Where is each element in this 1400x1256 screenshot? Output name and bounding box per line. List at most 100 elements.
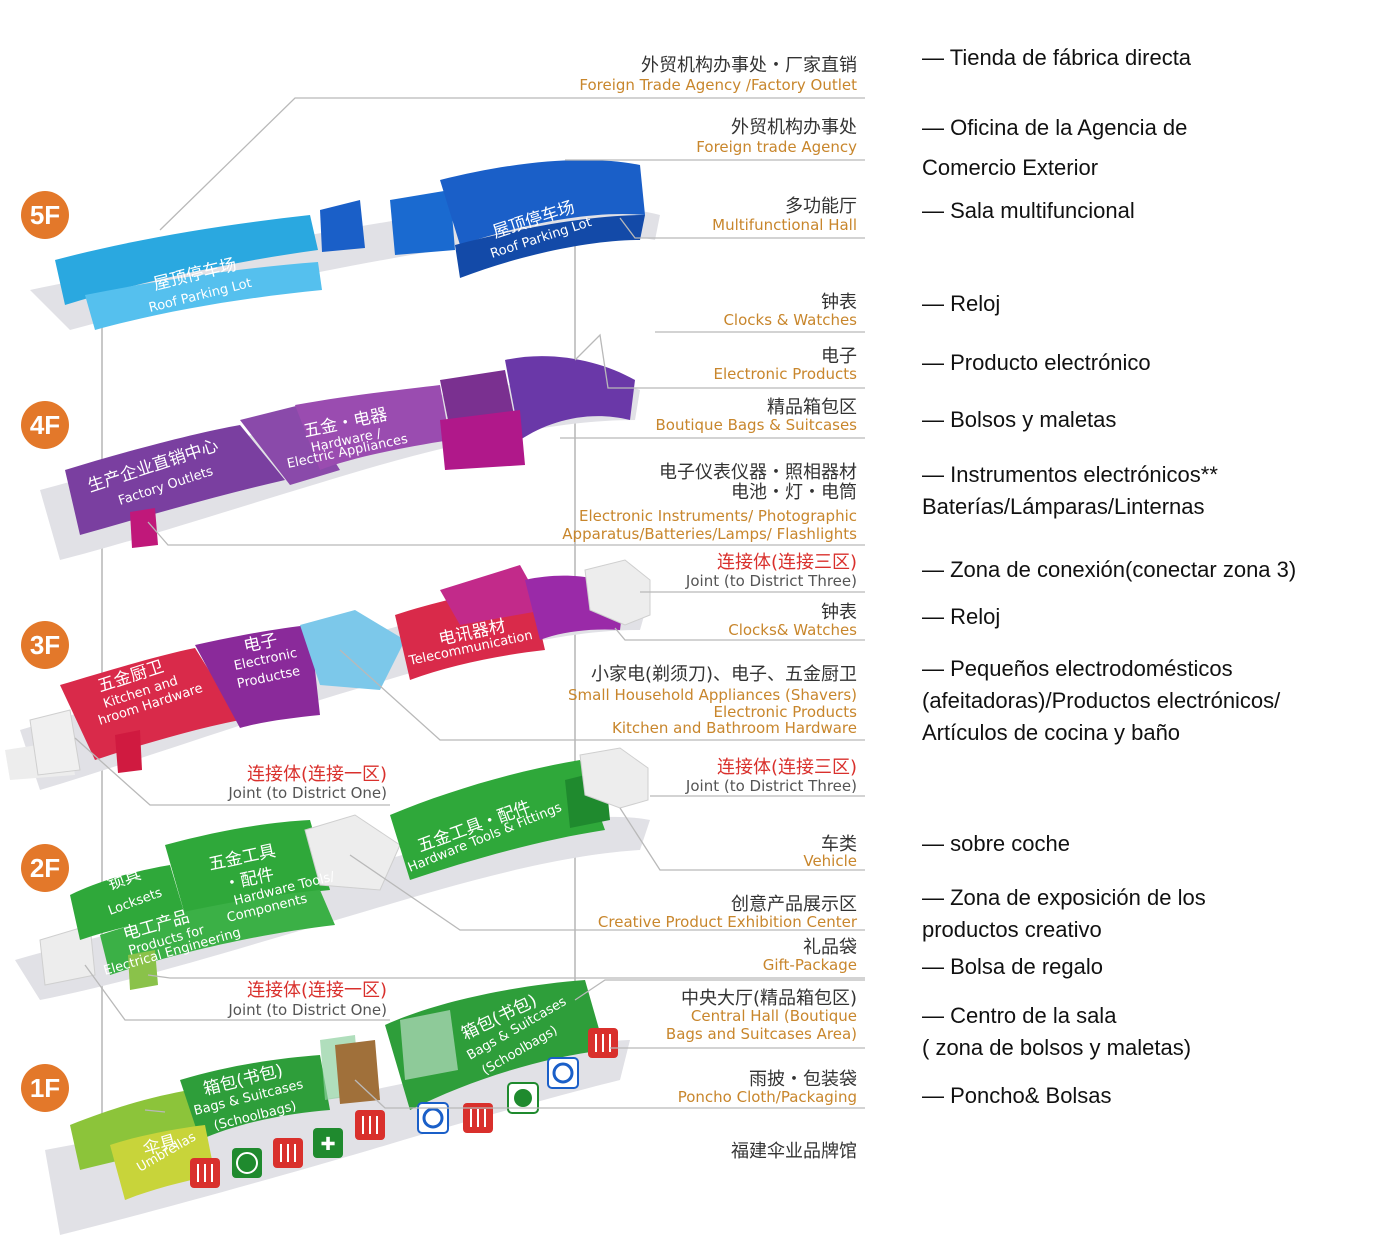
svg-text:多功能厅: 多功能厅 xyxy=(785,196,857,217)
f4-magenta-stub xyxy=(130,508,158,548)
svg-text:Clocks & Watches: Clocks & Watches xyxy=(723,311,857,329)
restaurant-icon xyxy=(190,1158,220,1188)
callout-15: 中央大厅(精品箱包区) Central Hall (Boutique Bags … xyxy=(666,988,857,1043)
es-5: — Bolsos y maletas xyxy=(922,407,1116,432)
callout-17: 雨披・包装袋 Poncho Cloth/Packaging xyxy=(678,1069,857,1106)
f2-locksets[interactable] xyxy=(70,865,185,940)
restaurant-icon xyxy=(273,1138,303,1168)
f4-electronic[interactable] xyxy=(505,356,635,440)
bank-icon xyxy=(417,1102,449,1134)
svg-text:外贸机构办事处・厂家直销: 外贸机构办事处・厂家直销 xyxy=(641,55,857,76)
es-0: — Tienda de fábrica directa xyxy=(922,45,1192,70)
callout-8: 钟表 Clocks& Watches xyxy=(728,602,857,639)
f4-factory-outlets[interactable] xyxy=(65,425,285,535)
callout-6: 电子仪表仪器・照相器材 电池・灯・电筒 Electronic Instrumen… xyxy=(562,462,857,543)
callout-4: 电子 Electronic Products xyxy=(714,346,858,383)
f2-electrical[interactable] xyxy=(100,890,335,975)
svg-text:Bags and Suitcases Area): Bags and Suitcases Area) xyxy=(666,1025,857,1043)
floor-badge-5f: 5F xyxy=(21,191,69,239)
svg-text:连接体(连接三区): 连接体(连接三区) xyxy=(717,552,857,573)
es-14: — Bolsa de regalo xyxy=(922,954,1103,979)
svg-text:Clocks& Watches: Clocks& Watches xyxy=(728,621,857,639)
callout-3: 钟表 Clocks & Watches xyxy=(723,292,857,329)
es-6b: Baterías/Lámparas/Linternas xyxy=(922,494,1205,519)
svg-text:钟表: 钟表 xyxy=(821,292,857,313)
callout-10: 连接体(连接一区) Joint (to District One) xyxy=(227,764,387,802)
svg-text:1F: 1F xyxy=(30,1073,60,1103)
f1-umbrellas[interactable] xyxy=(110,1125,215,1200)
bank-icon xyxy=(507,1082,539,1114)
svg-text:3F: 3F xyxy=(30,630,60,660)
f4-boutique-bags[interactable] xyxy=(440,410,525,470)
svg-text:外贸机构办事处: 外贸机构办事处 xyxy=(731,117,857,138)
es-9b: (afeitadoras)/Productos electrónicos/ xyxy=(922,688,1281,713)
svg-text:雨披・包装袋: 雨披・包装袋 xyxy=(749,1069,857,1090)
es-15a: — Centro de la sala xyxy=(922,1003,1117,1028)
svg-text:4F: 4F xyxy=(30,410,60,440)
svg-text:Joint (to District Three): Joint (to District Three) xyxy=(685,572,857,590)
f5-parking-right-front xyxy=(455,215,645,278)
svg-text:Multifunctional Hall: Multifunctional Hall xyxy=(712,216,857,234)
f1-bags-left[interactable] xyxy=(180,1055,330,1140)
f1-brown-cube xyxy=(335,1040,380,1104)
f3-electronic[interactable] xyxy=(195,625,320,728)
svg-text:Joint (to District Three): Joint (to District Three) xyxy=(685,777,857,795)
svg-text:Foreign Trade Agency /Factory: Foreign Trade Agency /Factory Outlet xyxy=(579,76,857,94)
svg-text:Small Household Appliances (Sh: Small Household Appliances (Shavers) xyxy=(568,686,857,704)
restaurant-icon xyxy=(463,1103,493,1133)
f5-block-small[interactable] xyxy=(320,200,365,252)
f5-block-mid[interactable] xyxy=(390,190,455,255)
f2-hardware-tools[interactable] xyxy=(165,820,330,915)
svg-text:Vehicle: Vehicle xyxy=(803,852,857,870)
es-4: — Producto electrónico xyxy=(922,350,1151,375)
es-7: — Zona de conexión(conectar zona 3) xyxy=(922,557,1296,582)
svg-text:5F: 5F xyxy=(30,200,60,230)
svg-text:电池・灯・电筒: 电池・灯・电筒 xyxy=(731,482,857,503)
f4-hardware[interactable] xyxy=(295,385,450,470)
f2-joint-3 xyxy=(579,747,649,809)
f5-parking-left[interactable] xyxy=(55,215,318,305)
f5-parking-right[interactable] xyxy=(440,160,645,245)
floor-badge-1f: 1F xyxy=(21,1064,69,1112)
floor-badge-3f: 3F xyxy=(21,621,69,669)
svg-text:2F: 2F xyxy=(30,853,60,883)
f2-hardware-fittings[interactable] xyxy=(390,760,605,880)
svg-text:Central Hall (Boutique: Central Hall (Boutique xyxy=(691,1007,857,1025)
svg-text:✚: ✚ xyxy=(320,1134,335,1155)
floor-4f: 生产企业直销中心 Factory Outlets 五金・电器 Hardware … xyxy=(21,356,640,560)
bank-icon xyxy=(547,1057,579,1089)
f4-block-a[interactable] xyxy=(240,405,340,485)
svg-text:连接体(连接一区): 连接体(连接一区) xyxy=(247,764,387,785)
svg-text:Apparatus/Batteries/Lamps/ Fla: Apparatus/Batteries/Lamps/ Flashlights xyxy=(562,525,857,543)
f3-magenta xyxy=(440,565,545,625)
callout-0: 外贸机构办事处・厂家直销 Foreign Trade Agency /Facto… xyxy=(579,55,857,94)
shop-icon: ✚ xyxy=(313,1128,343,1158)
svg-text:Joint (to District One): Joint (to District One) xyxy=(227,784,387,802)
f2-creative-center[interactable] xyxy=(304,814,401,891)
svg-text:精品箱包区: 精品箱包区 xyxy=(767,397,857,418)
f3-gray-cube xyxy=(29,709,81,776)
es-2: — Sala multifuncional xyxy=(922,198,1135,223)
callout-5: 精品箱包区 Boutique Bags & Suitcases xyxy=(656,397,858,434)
callout-11: 连接体(连接三区) Joint (to District Three) xyxy=(685,757,857,795)
es-1a: — Oficina de la Agencia de xyxy=(922,115,1187,140)
svg-text:电子: 电子 xyxy=(821,346,857,367)
svg-text:车类: 车类 xyxy=(821,834,857,855)
f3-red-stub xyxy=(115,730,142,773)
svg-text:Joint (to District One): Joint (to District One) xyxy=(227,1001,387,1019)
spanish-translations: — Tienda de fábrica directa — Oficina de… xyxy=(922,45,1296,1108)
es-9c: Artículos de cocina y baño xyxy=(922,720,1180,745)
f3-light-blue-cross xyxy=(300,610,405,690)
callout-14: 礼品袋 Gift-Package xyxy=(763,937,857,974)
svg-text:Electronic Products: Electronic Products xyxy=(714,703,858,721)
f3-kitchen-hardware[interactable] xyxy=(60,648,240,760)
callout-1: 外贸机构办事处 Foreign trade Agency xyxy=(696,117,857,156)
leader-lines xyxy=(74,97,865,1113)
svg-text:钟表: 钟表 xyxy=(821,602,857,623)
svg-text:中央大厅(精品箱包区): 中央大厅(精品箱包区) xyxy=(681,988,857,1009)
restaurant-icon xyxy=(355,1110,385,1140)
svg-text:礼品袋: 礼品袋 xyxy=(803,937,857,958)
callout-9: 小家电(剃须刀)、电子、五金厨卫 Small Household Applian… xyxy=(568,664,857,737)
restaurant-icon xyxy=(588,1028,618,1058)
f1-glass-atrium xyxy=(400,1010,458,1080)
